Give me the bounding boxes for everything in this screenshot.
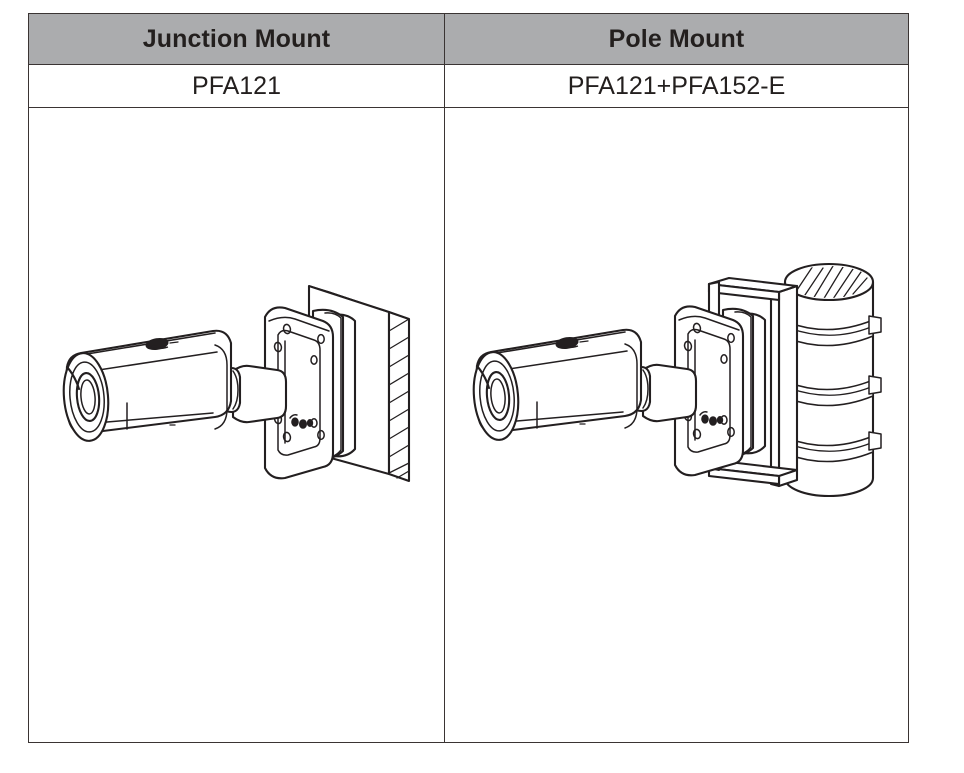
mount-options-table: Junction Mount Pole Mount PFA121 PFA121+… — [28, 13, 909, 743]
junction-box-icon — [673, 305, 766, 477]
junction-mount-figure-wrap — [29, 108, 444, 742]
camera-adjust-knob-icon — [555, 336, 589, 350]
bullet-camera-junction-box-wall-mount-illustration — [37, 267, 437, 507]
cable-gland-icon — [698, 411, 723, 426]
table-figure-row — [28, 107, 909, 743]
figure-cell-pole-mount — [444, 107, 909, 743]
column-header-pole-mount: Pole Mount — [444, 13, 909, 65]
model-code-pole-mount: PFA121+PFA152-E — [444, 64, 909, 108]
junction-box-icon — [263, 306, 356, 480]
camera-adjust-knob-icon — [145, 337, 179, 351]
bullet-camera-junction-box-pole-mount-illustration — [457, 242, 897, 512]
cable-gland-icon — [288, 414, 313, 429]
wall-hatching — [387, 318, 410, 479]
pole-top-hatching — [791, 266, 868, 298]
model-code-junction-mount: PFA121 — [28, 64, 445, 108]
bullet-camera-icon — [472, 328, 642, 441]
table-header-row: Junction Mount Pole Mount — [28, 13, 909, 65]
bullet-camera-icon — [62, 329, 232, 442]
column-header-junction-mount: Junction Mount — [28, 13, 445, 65]
table-model-row: PFA121 PFA121+PFA152-E — [28, 64, 909, 108]
box-screw-holes — [683, 322, 735, 440]
figure-cell-junction-mount — [28, 107, 445, 743]
pole-mount-figure-wrap — [445, 108, 908, 742]
